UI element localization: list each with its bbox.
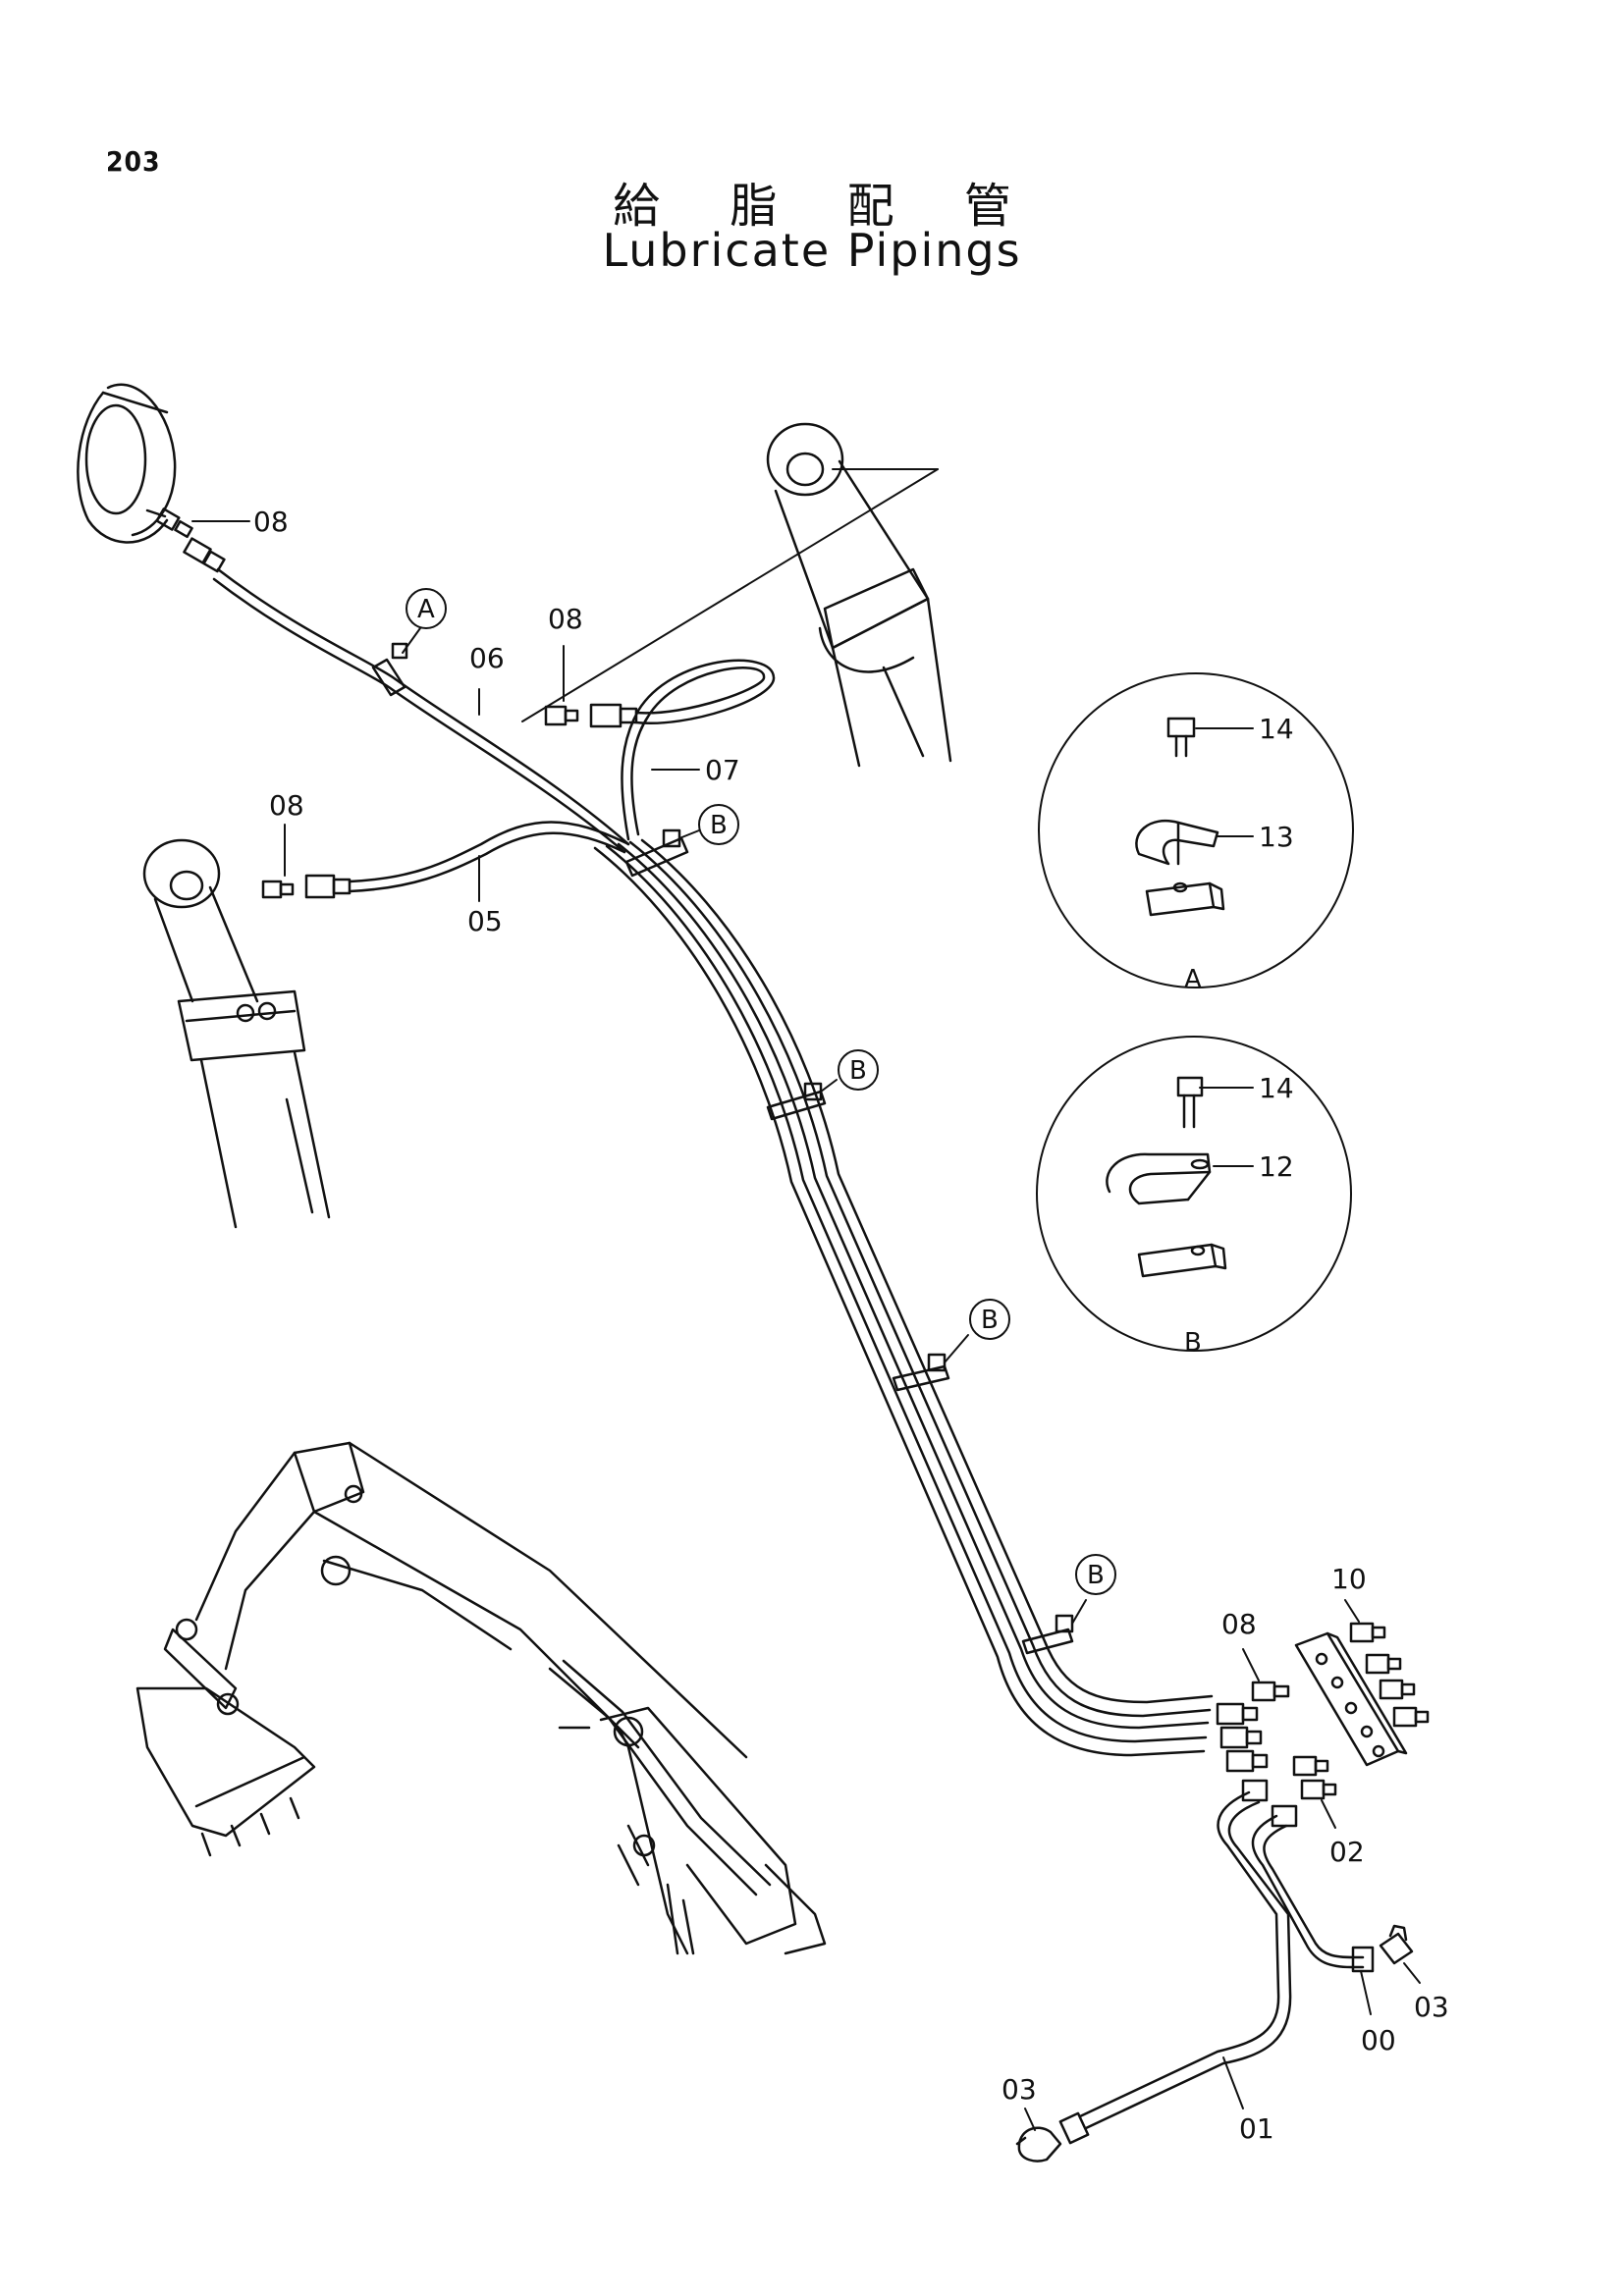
callout-b-tag: B [981, 1306, 999, 1335]
part-label-01: 01 [1239, 2112, 1274, 2145]
callout-b-circle [698, 804, 739, 845]
leader-08-manifold [1242, 1648, 1260, 1682]
part-label-08: 08 [269, 789, 304, 822]
clamp-a [371, 642, 408, 697]
leader-02 [1321, 1799, 1336, 1829]
pipe-01 [1078, 1779, 1292, 2130]
main-pipe-bundle [593, 838, 1214, 1757]
arm-cylinder-top-right [766, 422, 952, 768]
part-label-08: 08 [1221, 1608, 1257, 1640]
part-label-00: 00 [1361, 2024, 1396, 2056]
leader-clamp-b-3 [944, 1334, 969, 1363]
callout-b-tag: B [1087, 1561, 1105, 1590]
grease-nipple-03-left [1015, 2111, 1090, 2163]
leader-00 [1360, 1970, 1372, 2015]
hose-06 [212, 567, 630, 854]
detail-b-view [1036, 1036, 1352, 1352]
adapters-02 [1292, 1755, 1337, 1800]
part-label-13: 13 [1259, 821, 1294, 853]
leader-01 [1222, 2056, 1244, 2109]
detail-a-caption: A [1184, 965, 1202, 994]
callout-b-circle [838, 1049, 879, 1091]
part-label-10: 10 [1331, 1563, 1367, 1595]
page-title-japanese: 給 脂 配 管 [613, 179, 1039, 234]
leader-03-right [1403, 1962, 1421, 1984]
detail-b-caption: B [1184, 1328, 1202, 1358]
leader-03-left [1024, 2108, 1036, 2131]
leader-10 [1344, 1599, 1360, 1623]
callout-b-tag: B [710, 811, 728, 840]
grease-fittings-08-manifold [1216, 1681, 1290, 1773]
clamp-b-4 [1021, 1614, 1074, 1655]
part-label-08: 08 [253, 506, 289, 538]
pipe-00 [1251, 1804, 1375, 1973]
callout-b-circle [1075, 1554, 1116, 1595]
part-label-05: 05 [467, 905, 503, 937]
callout-a-tag: A [417, 595, 435, 624]
grease-fitting-08-left [261, 874, 352, 899]
part-label-03: 03 [1414, 1991, 1449, 2023]
part-label-14: 14 [1259, 1072, 1294, 1104]
reference-line-arm-cylinder [521, 468, 939, 722]
boom-foot-pin-boss [77, 383, 177, 544]
leader-clamp-b-2 [820, 1079, 838, 1093]
part-label-06: 06 [469, 642, 505, 674]
part-label-03: 03 [1001, 2073, 1037, 2106]
hose-05 [348, 821, 630, 893]
excavator-front-attachment-overview [135, 1441, 827, 1955]
grease-fittings-10 [1349, 1622, 1430, 1728]
part-label-12: 12 [1259, 1150, 1294, 1183]
leader-clamp-b-4 [1071, 1599, 1087, 1625]
callout-a-circle [406, 588, 447, 629]
grease-fitting-08-middle [544, 703, 638, 728]
page-title-english: Lubricate Pipings [602, 224, 1022, 277]
part-label-14: 14 [1259, 713, 1294, 745]
detail-a-view [1038, 672, 1354, 988]
boom-cylinder-left [142, 838, 331, 1229]
part-label-08: 08 [548, 603, 583, 635]
leader-clamp-a [402, 627, 421, 654]
grease-fitting-08-top-left [155, 507, 226, 573]
callout-b-tag: B [849, 1056, 867, 1086]
distribution-manifold-block [1294, 1631, 1408, 1767]
page-number: 203 [106, 145, 161, 178]
leader-clamp-b-1 [678, 829, 700, 839]
hose-07 [621, 659, 776, 841]
callout-b-circle [969, 1299, 1010, 1340]
grease-nipple-03-right [1379, 1924, 1414, 1965]
part-label-02: 02 [1329, 1836, 1365, 1868]
part-label-07: 07 [705, 754, 740, 786]
